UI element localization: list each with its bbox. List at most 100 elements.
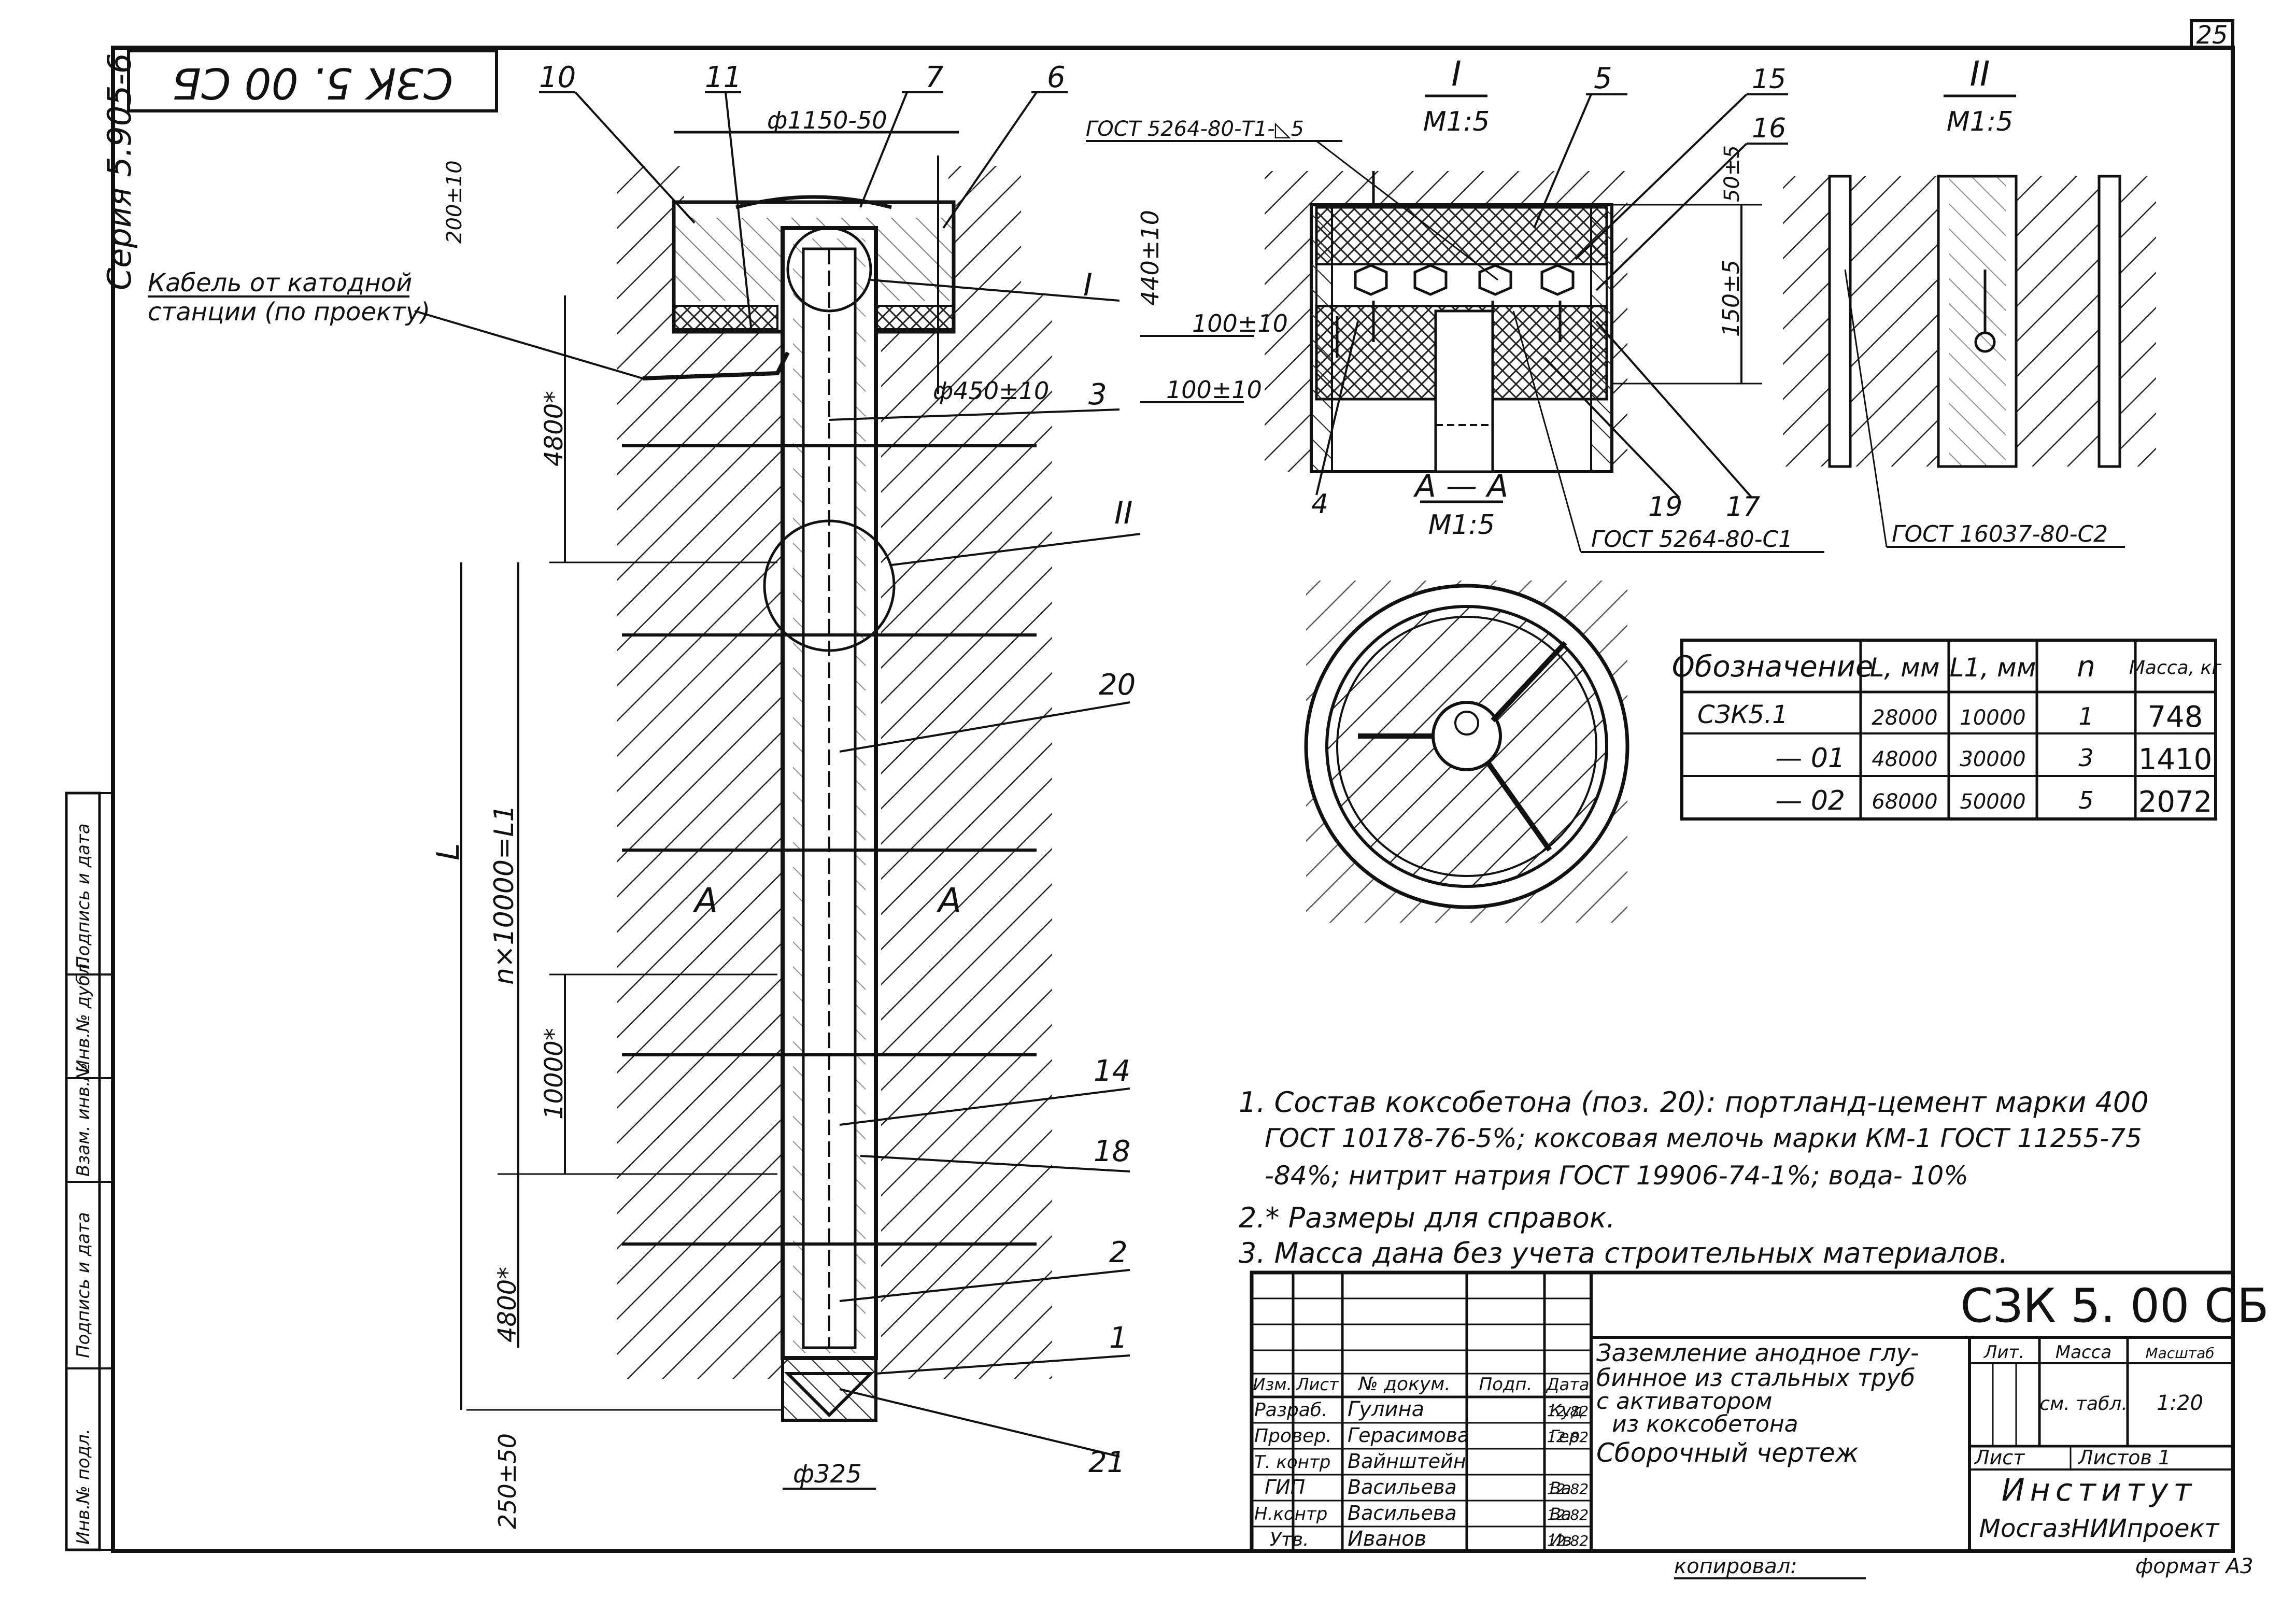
cable-label-1: Кабель от катодной [148, 268, 412, 298]
spec-r3-L1: 50000 [1960, 790, 2025, 814]
main-view-dimensions: ф1150-50 440±10 200±10 100±10 100±10 ф45… [430, 106, 1288, 1529]
spec-header-L: L, мм [1869, 653, 1939, 683]
tb-name-5: Васильева [1348, 1502, 1457, 1524]
tb-sig-5: Ва [1550, 1504, 1571, 1524]
tb-role-5: Н.контр [1254, 1504, 1327, 1524]
tb-role-3: Т. контр [1254, 1452, 1330, 1473]
dim-h-440: 440±10 [1136, 210, 1164, 306]
section-AA [1304, 581, 1629, 923]
tb-role-4: ГИП [1265, 1476, 1305, 1499]
callout-1: 1 [1109, 1321, 1128, 1355]
main-view [617, 166, 1052, 1422]
tb-sheet-label: Лист [1974, 1446, 2025, 1469]
series-label: Серия 5.905-6 [101, 53, 138, 290]
tb-title-4: из коксобетона [1612, 1411, 1798, 1437]
tb-date-5: 12.82 [1547, 1506, 1589, 1523]
tb-date-2: 12.82 [1547, 1429, 1589, 1446]
tb-designation: СЗК 5. 00 СБ [1960, 1279, 2269, 1333]
view-II-title: II [1970, 54, 1990, 94]
view-I-dim-150: 150±5 [1718, 260, 1745, 337]
stamp-rotated: СЗК 5. 00 СБ [172, 58, 453, 107]
copied-by: копировал: [1674, 1555, 1797, 1578]
tb-role-2: Провер. [1254, 1425, 1332, 1447]
callout-14: 14 [1094, 1054, 1130, 1088]
view-I-callout-5: 5 [1594, 62, 1612, 95]
dim-d-325: ф325 [793, 1460, 862, 1489]
spec-r3-designation: — 02 [1775, 785, 1845, 816]
view-II-weld: ГОСТ 16037-80-С2 [1892, 521, 2108, 547]
dim-v-250: 250±50 [493, 1433, 521, 1529]
sheet-number: 25 [2196, 21, 2228, 50]
side-strip: Инв.№ подл. Подпись и дата Взам. инв.№ И… [65, 792, 114, 1551]
view-I-weld2: ГОСТ 5264-80-С1 [1591, 526, 1793, 553]
view-I-callout-16: 16 [1752, 113, 1786, 144]
view-I: I М1:5 50±5 150±5 ГОСТ 5264-80-Т1-◺5 5 [1086, 54, 1824, 553]
callout-18: 18 [1094, 1135, 1130, 1168]
callout-11: 11 [705, 61, 742, 94]
title-block: СЗК 5. 00 СБ Изм. Лист № докум. Подп. Да… [1250, 1270, 2269, 1553]
tb-name-4: Васильева [1348, 1476, 1457, 1499]
spec-r1-L: 28000 [1872, 706, 1937, 730]
dim-h-100b: 100±10 [1166, 376, 1262, 404]
main-callouts: 10 11 7 6 3 I II 20 14 18 2 1 21 [539, 61, 1141, 1479]
section-AA-scale: М1:5 [1428, 510, 1495, 541]
tb-sheets-label: Листов 1 [2077, 1446, 2171, 1469]
spec-r2-mass: 1410 [2138, 743, 2213, 776]
view-I-callout-15: 15 [1752, 64, 1786, 95]
tb-sig-6: Ив [1550, 1530, 1572, 1550]
tb-scale-label: Масштаб [2145, 1345, 2214, 1362]
section-AA-title: А — А [1413, 468, 1508, 504]
spec-r3-n: 5 [2078, 786, 2093, 814]
view-I-title: I [1451, 54, 1461, 94]
callout-10: 10 [539, 61, 576, 94]
tb-title-2: бинное из стальных труб [1596, 1364, 1915, 1392]
note-line-4: 2.* Размеры для справок. [1239, 1202, 1615, 1234]
section-mark-right: А [936, 881, 961, 921]
view-I-weld1: ГОСТ 5264-80-Т1-◺5 [1086, 117, 1304, 141]
dim-v-10000: 10000* [540, 1028, 569, 1120]
spec-header-n: n [2077, 650, 2095, 684]
spec-header-designation: Обозначение [1672, 650, 1874, 684]
spec-r2-L: 48000 [1872, 747, 1937, 771]
side-strip-cell-2: Подпись и дата [73, 1212, 94, 1358]
tb-date-4: 12.82 [1547, 1480, 1589, 1497]
spec-r2-n: 3 [2078, 744, 2093, 772]
side-strip-cell-5: Подпись и дата [73, 823, 94, 969]
spec-r2-designation: — 01 [1775, 743, 1845, 774]
view-I-callout-19: 19 [1648, 491, 1682, 522]
tb-role-6: Утв. [1270, 1529, 1309, 1550]
tb-mass-value: см. табл. [2039, 1393, 2128, 1415]
section-mark-left: А [692, 881, 718, 921]
callout-20: 20 [1099, 668, 1136, 702]
view-I-callout-4: 4 [1311, 489, 1328, 520]
dim-d-450: ф450±10 [933, 377, 1049, 405]
tb-sig-2: Гер [1550, 1426, 1580, 1446]
spec-header-L1: L1, мм [1950, 653, 2036, 683]
callout-I: I [1083, 267, 1093, 303]
spec-table: Обозначение L, мм L1, мм n Масса, кг СЗК… [1672, 639, 2222, 821]
tb-sig-4: Ва [1550, 1478, 1571, 1498]
tb-name-2: Герасимова [1348, 1424, 1469, 1447]
tb-col-izm: Изм. [1253, 1375, 1292, 1394]
dim-d-top: ф1150-50 [767, 106, 887, 134]
view-I-dim-50: 50±5 [1720, 145, 1744, 202]
stamp-box [127, 49, 498, 112]
note-line-2: ГОСТ 10178-76-5%; коксовая мелочь марки … [1265, 1123, 2142, 1153]
tb-col-doc: № докум. [1357, 1374, 1450, 1395]
spec-r1-n: 1 [2078, 702, 2093, 730]
tb-sig-1: Куд [1550, 1401, 1583, 1420]
spec-header-mass: Масса, кг [2129, 657, 2222, 679]
format-label: формат А3 [2135, 1555, 2254, 1578]
tb-mass-label: Масса [2056, 1342, 2111, 1363]
callout-2: 2 [1109, 1236, 1128, 1269]
dim-h-200: 200±10 [443, 160, 466, 244]
spec-r1-L1: 10000 [1960, 706, 2025, 730]
dim-v-4800b: 4800* [493, 1267, 522, 1342]
note-line-1: 1. Состав коксобетона (поз. 20): портлан… [1239, 1086, 2149, 1119]
note-line-3: -84%; нитрит натрия ГОСТ 19906-74-1%; во… [1265, 1161, 1968, 1191]
view-II: II М1:5 ГОСТ 16037-80-С2 [1783, 54, 2156, 548]
tb-org-1: Институт [2002, 1472, 2196, 1508]
tb-name-3: Вайнштейн [1348, 1450, 1466, 1473]
view-I-callout-17: 17 [1726, 491, 1760, 522]
note-line-5: 3. Масса дана без учета строительных мат… [1239, 1237, 2008, 1269]
